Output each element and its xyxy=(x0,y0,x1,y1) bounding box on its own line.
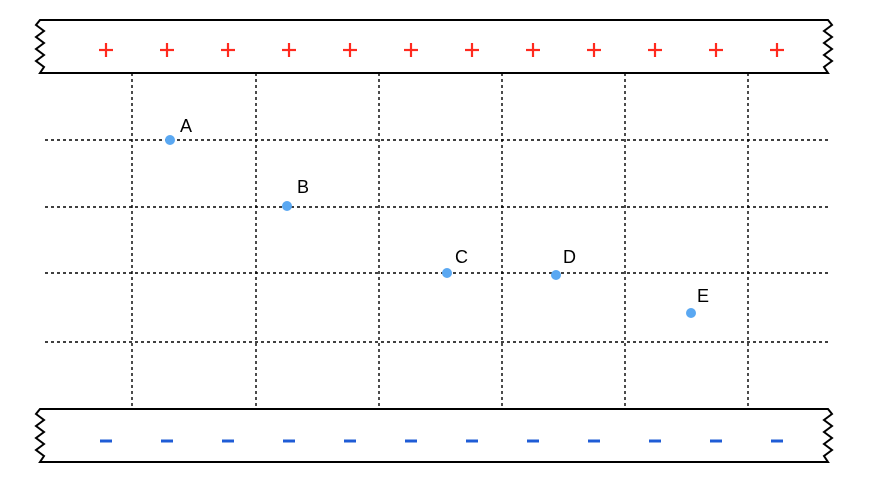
point-a-dot xyxy=(165,135,175,145)
plus-charge-icon xyxy=(709,43,723,57)
plus-charge-icon xyxy=(160,43,174,57)
point-c-dot xyxy=(442,268,452,278)
plus-charge-icon xyxy=(465,43,479,57)
bottom-plate-outline xyxy=(34,408,834,463)
point-c: C xyxy=(442,247,468,278)
plus-charge-icon xyxy=(221,43,235,57)
point-d-label: D xyxy=(563,247,576,267)
plus-charge-icon xyxy=(526,43,540,57)
point-b: B xyxy=(282,177,309,211)
dashed-grid xyxy=(45,73,828,409)
plus-charge-icon xyxy=(404,43,418,57)
point-e-dot xyxy=(686,308,696,318)
point-d: D xyxy=(551,247,576,280)
point-e-label: E xyxy=(697,286,709,306)
point-a-label: A xyxy=(180,116,192,136)
plus-charge-icon xyxy=(587,43,601,57)
point-c-label: C xyxy=(455,247,468,267)
point-e: E xyxy=(686,286,709,318)
plus-charge-icon xyxy=(770,43,784,57)
point-b-dot xyxy=(282,201,292,211)
plus-charge-icon xyxy=(99,43,113,57)
top-plate-outline xyxy=(34,19,834,74)
plus-charge-icon xyxy=(282,43,296,57)
field-points: A B C D E xyxy=(165,116,709,318)
point-b-label: B xyxy=(297,177,309,197)
positive-charges xyxy=(99,43,784,57)
point-a: A xyxy=(165,116,192,145)
plus-charge-icon xyxy=(648,43,662,57)
top-plate-positive xyxy=(34,19,834,74)
bottom-plate-negative xyxy=(34,408,834,463)
plus-charge-icon xyxy=(343,43,357,57)
point-d-dot xyxy=(551,270,561,280)
